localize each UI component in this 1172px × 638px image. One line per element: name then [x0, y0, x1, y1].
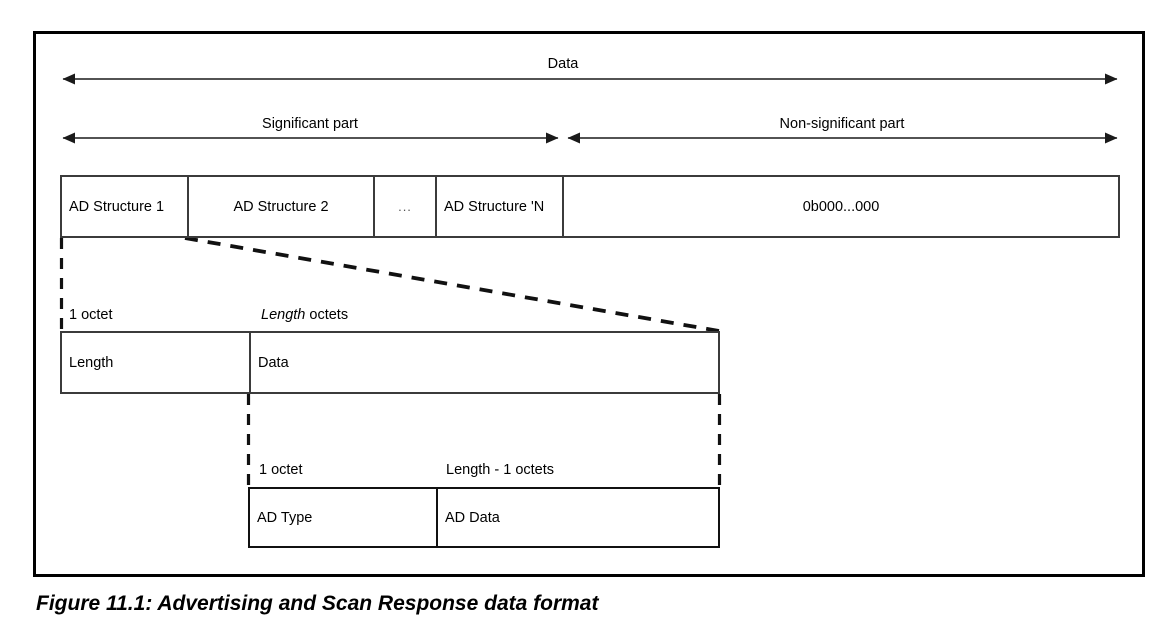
- ad-structure-detail-row: Length Data: [60, 331, 720, 394]
- size-label-length-octets: Length octets: [261, 308, 348, 323]
- size-label-length-italic: Length: [261, 307, 306, 323]
- size-label-octets-text: octets: [309, 307, 349, 323]
- arrow-label-significant-part: Significant part: [262, 116, 358, 132]
- arrow-label-non-significant-part: Non-significant part: [779, 116, 905, 132]
- cell-ad-type: AD Type: [257, 509, 313, 526]
- cell-non-significant-zeros: 0b000...000: [562, 177, 1118, 236]
- cell-ad-structure-2: AD Structure 2: [187, 177, 373, 236]
- cell-ad-structure-n: AD Structure 'N: [435, 177, 562, 236]
- advertising-data-row: AD Structure 1 AD Structure 2 ... AD Str…: [60, 175, 1120, 238]
- size-label-1-octet-ad-type: 1 octet: [259, 462, 303, 478]
- ad-data-detail-row: AD Type AD Data: [248, 487, 720, 548]
- cell-length: Length: [69, 354, 114, 371]
- figure-caption: Figure 11.1: Advertising and Scan Respon…: [36, 592, 599, 615]
- size-label-1-octet-structure: 1 octet: [69, 307, 113, 323]
- cell-ad-data: AD Data: [436, 489, 718, 546]
- cell-ad-structure-1: AD Structure 1: [69, 198, 165, 215]
- cell-ad-structure-ellipsis: ...: [373, 177, 435, 236]
- cell-data: Data: [249, 333, 718, 392]
- arrow-label-data: Data: [547, 56, 579, 72]
- size-label-length-minus-1-octets: Length - 1 octets: [446, 462, 555, 478]
